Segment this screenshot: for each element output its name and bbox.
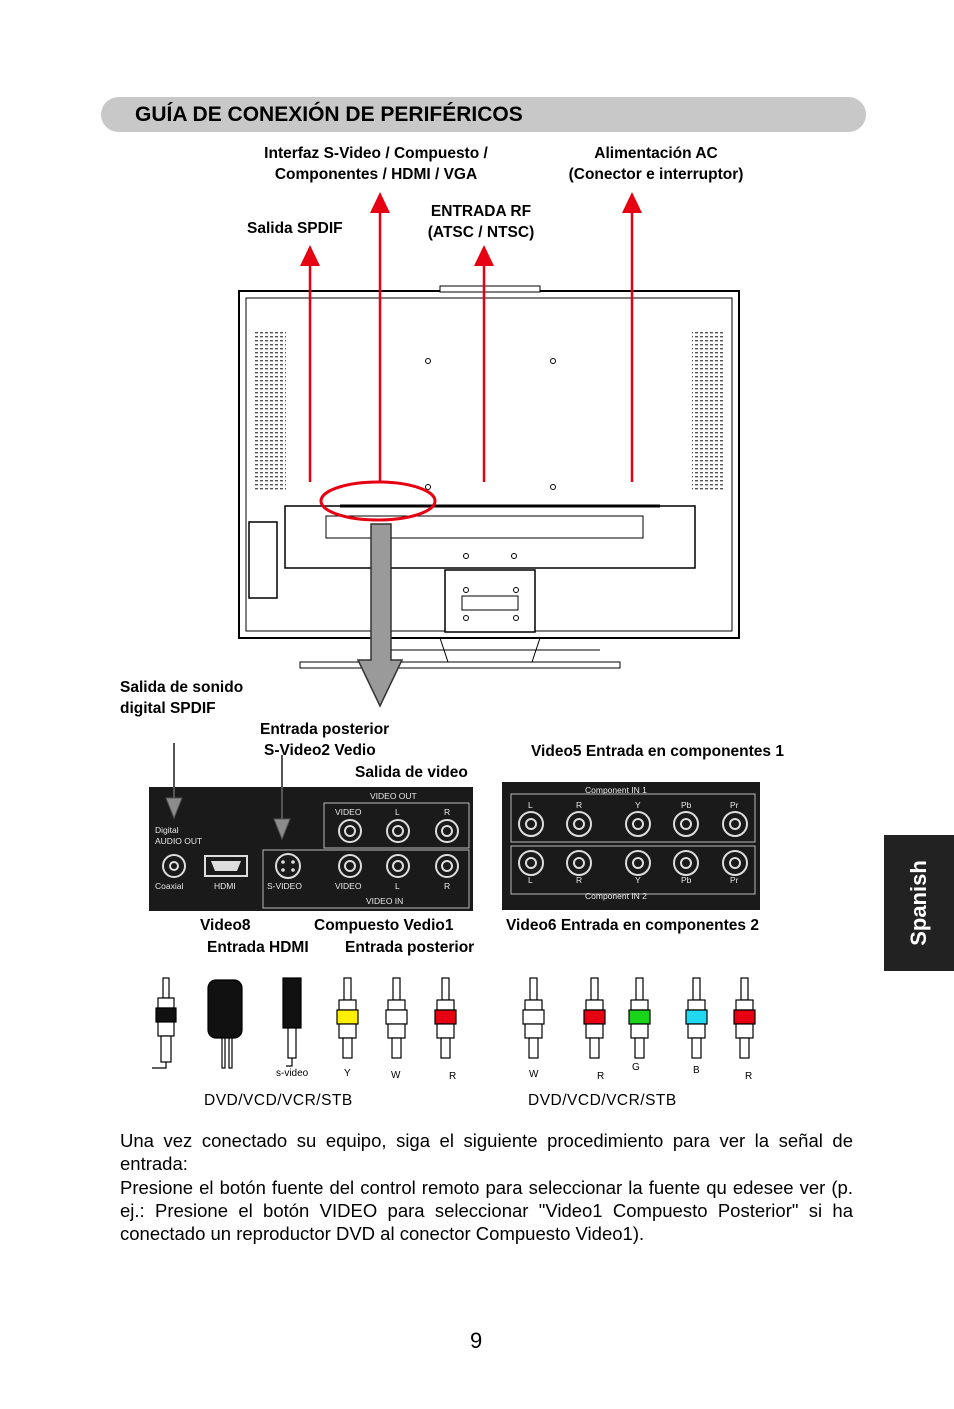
cable-white-left [385, 977, 408, 1059]
language-tab: Spanish [884, 835, 954, 971]
callout-video5: Video5 Entrada en componentes 1 [531, 743, 784, 760]
title-bar [101, 97, 866, 132]
cable-red-pr [733, 977, 756, 1059]
callout-posterior-line1: Entrada posterior [260, 721, 390, 738]
callout-compuesto: Compuesto Vedio1 [314, 917, 454, 934]
cable-blue [685, 977, 708, 1059]
callout-alimentacion: Alimentación AC (Conector e interruptor) [545, 143, 767, 185]
callout-salida-video: Salida de video [355, 764, 468, 781]
connector-panels [149, 743, 760, 911]
callout-entrada-hdmi: Entrada HDMI [207, 939, 309, 956]
callout-video8: Video8 [200, 917, 251, 934]
callout-alimentacion-line2: (Conector e interruptor) [568, 166, 744, 183]
page-number: 9 [470, 1328, 483, 1353]
cable-svideo [282, 977, 302, 1067]
vent-left [254, 330, 286, 490]
callout-alimentacion-line1: Alimentación AC [594, 145, 718, 162]
device-label-left: DVD/VCD/VCR/STB [204, 1092, 353, 1109]
callout-interfaz-line1: Interfaz S-Video / Compuesto / [264, 145, 488, 162]
callout-video6: Video6 Entrada en componentes 2 [506, 917, 759, 934]
instruction-paragraph-2: Presione el botón fuente del control rem… [120, 1177, 853, 1244]
callout-rf-line2: (ATSC / NTSC) [427, 224, 535, 241]
highlight-ellipse [319, 480, 437, 522]
callout-posterior: Entrada posterior S-Video2 Vedio [260, 719, 389, 761]
callout-sonido: Salida de sonido digital SPDIF [120, 677, 243, 719]
cables-illustration [152, 977, 756, 1069]
page-title: GUÍA DE CONEXIÓN DE PERIFÉRICOS [135, 103, 523, 126]
instruction-paragraph-1: Una vez conectado su equipo, siga el sig… [120, 1130, 853, 1174]
callout-entrada-posterior: Entrada posterior [345, 939, 475, 956]
callout-interfaz-line2: Componentes / HDMI / VGA [274, 166, 478, 183]
callout-sonido-line1: Salida de sonido [120, 679, 244, 696]
tv-rear-diagram [238, 192, 740, 708]
cable-coaxial [152, 977, 177, 1069]
cable-white-right [522, 977, 545, 1059]
device-label-right: DVD/VCD/VCR/STB [528, 1092, 677, 1109]
panel-left [149, 787, 473, 911]
cable-hdmi [207, 979, 243, 1069]
cable-green [628, 977, 651, 1059]
vent-right [692, 330, 724, 490]
cable-red-left [434, 977, 457, 1059]
callout-spdif: Salida SPDIF [247, 220, 343, 237]
callout-sonido-line2: digital SPDIF [120, 700, 216, 717]
down-arrow [356, 523, 404, 708]
cable-yellow [336, 977, 359, 1059]
callout-rf-line1: ENTRADA RF [430, 203, 532, 220]
callout-rf: ENTRADA RF (ATSC / NTSC) [410, 201, 552, 243]
callout-interfaz: Interfaz S-Video / Compuesto / Component… [238, 143, 514, 185]
cable-red-right [583, 977, 606, 1059]
callout-posterior-line2: S-Video2 Vedio [264, 742, 376, 759]
